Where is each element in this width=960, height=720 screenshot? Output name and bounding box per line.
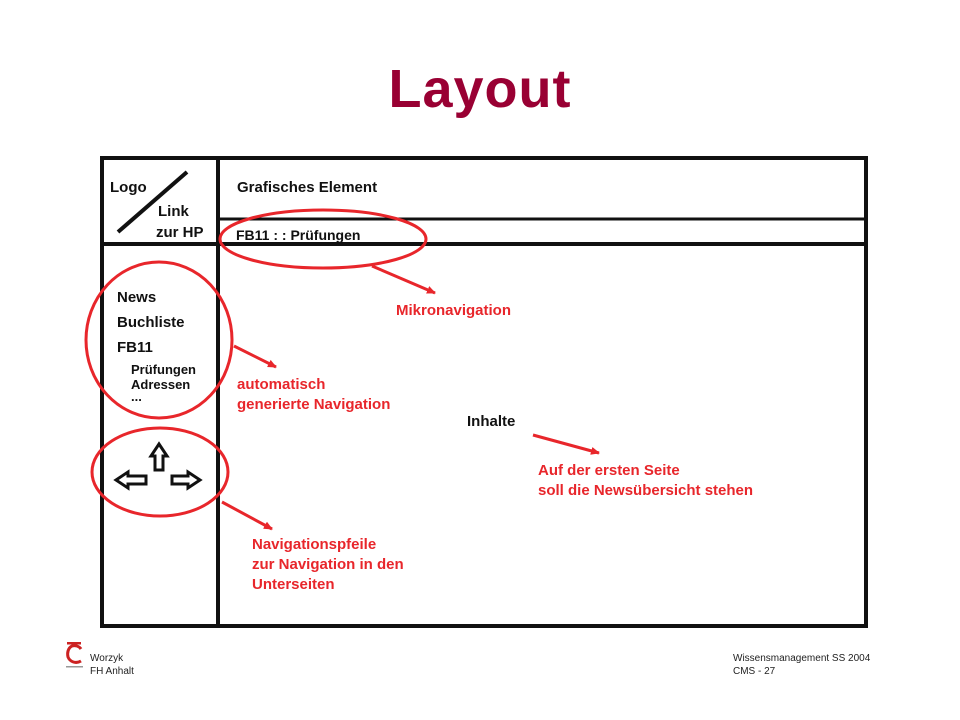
footer-institution: FH Anhalt (90, 666, 134, 677)
start-page-note-line2: soll die Newsübersicht stehen (538, 482, 753, 499)
page-title: Layout (388, 59, 572, 119)
logo-diagonal (116, 170, 189, 234)
navigation-highlight (84, 260, 234, 420)
sub-item-adressen: Adressen (131, 377, 190, 392)
arrow-right-icon (170, 469, 203, 491)
content-pointer (532, 433, 600, 455)
auto-nav-note-line2: generierte Navigation (237, 396, 390, 413)
content-label: Inhalte (467, 413, 515, 430)
nav-item-fb11: FB11 (117, 339, 153, 356)
layout-frame (100, 156, 868, 628)
nav-item-buchliste: Buchliste (117, 314, 185, 331)
arrows-note-line1: Navigationspfeile (252, 536, 376, 553)
arrow-left-icon (113, 469, 148, 491)
arrow-up-icon (148, 441, 170, 472)
graphic-element-label: Grafisches Element (237, 179, 377, 196)
link-label-line2: zur HP (156, 224, 204, 241)
fh-anhalt-logo-icon (64, 640, 86, 670)
footer-left: Worzyk FH Anhalt (90, 652, 134, 678)
logo-label: Logo (110, 179, 147, 196)
auto-nav-note-line1: automatisch (237, 376, 325, 393)
sub-item-pruefungen: Prüfungen (131, 362, 196, 377)
footer-slide-number: CMS - 27 (733, 666, 776, 677)
micro-nav-note: Mikronavigation (396, 302, 511, 319)
arrows-highlight (90, 426, 230, 518)
arrows-note-line3: Unterseiten (252, 576, 335, 593)
footer-author: Worzyk (90, 653, 124, 664)
footer-right: Wissensmanagement SS 2004 CMS - 27 (733, 652, 870, 678)
link-label-line1: Link (158, 203, 189, 220)
nav-item-news: News (117, 289, 156, 306)
arrows-pointer (221, 500, 273, 531)
micro-nav-pointer (371, 264, 436, 295)
breadcrumb-label: FB11 : : Prüfungen (236, 227, 360, 243)
breadcrumb-highlight (218, 208, 428, 270)
sub-item-more: ... (131, 389, 142, 404)
auto-nav-pointer (233, 344, 277, 369)
arrows-note-line2: zur Navigation in den (252, 556, 404, 573)
start-page-note-line1: Auf der ersten Seite (538, 462, 680, 479)
footer-course: Wissensmanagement SS 2004 (733, 653, 871, 664)
